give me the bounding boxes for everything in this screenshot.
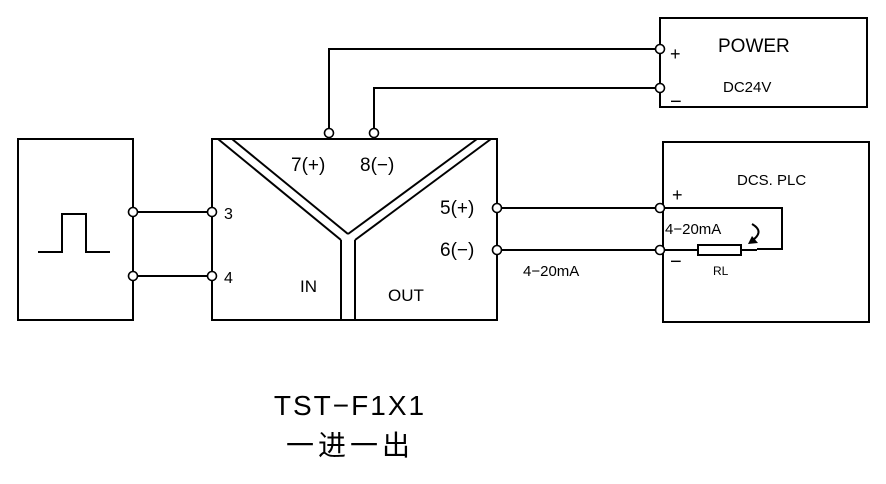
terminal-power-plus xyxy=(654,43,666,55)
terminal-4 xyxy=(206,270,218,282)
dcs-plus-label: + xyxy=(672,185,683,205)
power-title: POWER xyxy=(718,36,790,57)
pulse-waveform-icon xyxy=(38,213,110,253)
resistor-label: RL xyxy=(713,264,729,278)
power-supply-box xyxy=(659,17,868,108)
terminal-6 xyxy=(491,244,503,256)
module-divider-right-inner xyxy=(347,138,478,235)
dcs-plc-box xyxy=(662,141,870,323)
pin4-label: 4 xyxy=(224,270,233,287)
power-plus-label: + xyxy=(670,44,681,64)
module-divider-left-inner xyxy=(231,138,349,235)
terminal-source-2 xyxy=(127,270,139,282)
terminal-power-minus xyxy=(654,82,666,94)
terminal-7 xyxy=(323,127,335,139)
terminal-5 xyxy=(491,202,503,214)
current-arrowhead-icon xyxy=(748,236,758,244)
loop-wire xyxy=(660,207,783,250)
out-label: OUT xyxy=(388,286,424,305)
module-divider-right xyxy=(354,138,492,241)
model-caption: TST−F1X1 xyxy=(273,390,427,421)
terminal-3 xyxy=(206,206,218,218)
loop-current-label: 4−20mA xyxy=(665,221,721,238)
dcs-minus-label: − xyxy=(670,251,682,273)
terminal-dcs-minus xyxy=(654,244,666,256)
pin3-label: 3 xyxy=(224,206,233,223)
pin5-label: 5(+) xyxy=(440,198,474,219)
module-divider-left xyxy=(217,138,342,241)
pin6-label: 6(−) xyxy=(440,240,474,261)
in-label: IN xyxy=(300,277,317,296)
power-wire-minus xyxy=(373,87,660,133)
dcs-title: DCS. PLC xyxy=(737,172,806,189)
pin7-label: 7(+) xyxy=(291,155,325,176)
pin8-label: 8(−) xyxy=(360,155,394,176)
output-signal-label: 4−20mA xyxy=(523,263,579,280)
terminal-dcs-plus xyxy=(654,202,666,214)
power-minus-label: − xyxy=(670,91,682,113)
description-caption: 一进一出 xyxy=(285,430,414,461)
power-wire-plus xyxy=(328,48,660,133)
power-voltage: DC24V xyxy=(723,79,771,96)
terminal-8 xyxy=(368,127,380,139)
pulse-source-box xyxy=(17,138,134,321)
load-resistor xyxy=(697,244,742,256)
terminal-source-1 xyxy=(127,206,139,218)
